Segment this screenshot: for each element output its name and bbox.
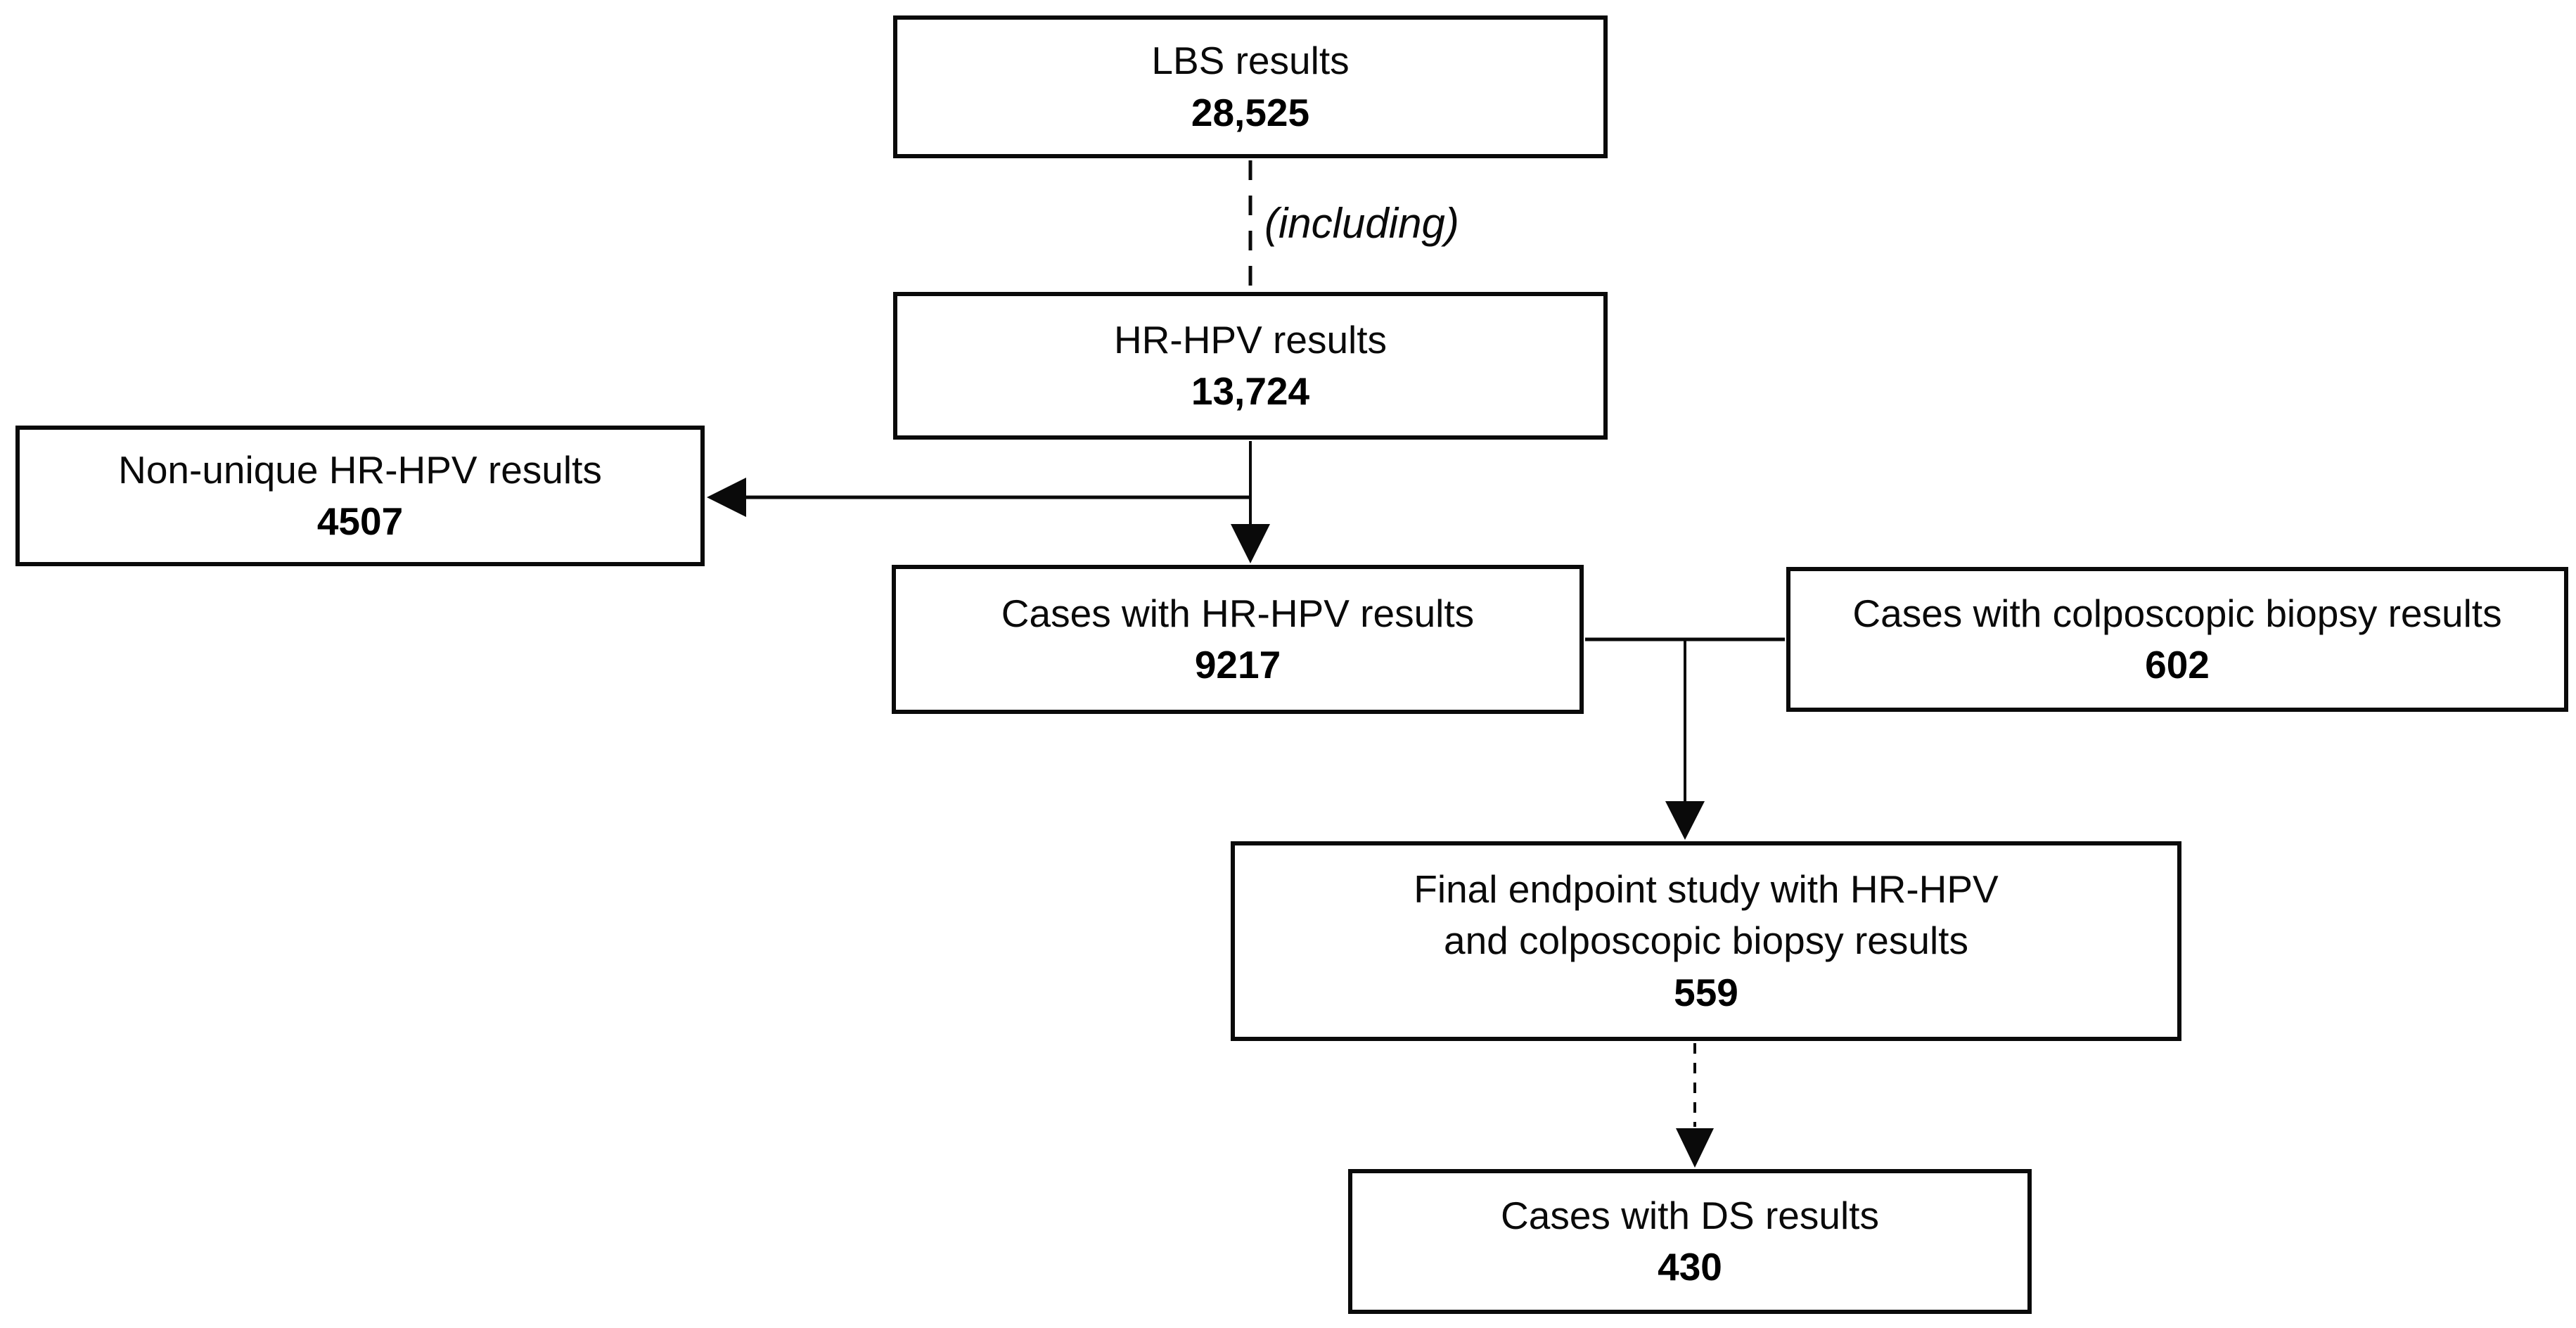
node-label: Final endpoint study with HR-HPV and col… [1414, 867, 1999, 963]
node-lbs-results: LBS results 28,525 [893, 15, 1608, 158]
node-cases-with-hrhpv-results: Cases with HR-HPV results 9217 [892, 565, 1584, 714]
edge-final-ds-arrowhead [1676, 1128, 1714, 1168]
node-label: HR-HPV results [1113, 317, 1388, 362]
node-value: 559 [1674, 970, 1738, 1014]
node-cases-with-ds-results: Cases with DS results 430 [1348, 1169, 2032, 1314]
node-final-endpoint-study: Final endpoint study with HR-HPV and col… [1231, 841, 2181, 1041]
node-label: Cases with colposcopic biopsy results [1852, 591, 2502, 635]
node-label: Cases with DS results [1501, 1193, 1879, 1237]
edge-hrhpv-nonunique-arrowhead [707, 478, 746, 517]
node-nonunique-hrhpv-results: Non-unique HR-HPV results 4507 [15, 426, 705, 566]
node-label: Non-unique HR-HPV results [118, 447, 602, 492]
node-value: 4507 [316, 499, 404, 543]
node-cases-with-colposcopic-biopsy-results: Cases with colposcopic biopsy results 60… [1786, 567, 2568, 712]
node-value: 9217 [1194, 643, 1281, 687]
edge-including-label: (including) [1264, 200, 1459, 247]
node-hrhpv-results: HR-HPV results 13,724 [893, 292, 1608, 440]
edge-junction-final-arrowhead [1665, 801, 1705, 840]
edge-hrhpv-cases-arrowhead [1231, 524, 1270, 563]
node-value: 430 [1658, 1245, 1722, 1289]
node-value: 13,724 [1191, 369, 1310, 413]
node-value: 602 [2145, 643, 2210, 687]
node-value: 28,525 [1191, 90, 1310, 134]
node-label: LBS results [1151, 39, 1350, 83]
node-label: Cases with HR-HPV results [1001, 591, 1475, 635]
